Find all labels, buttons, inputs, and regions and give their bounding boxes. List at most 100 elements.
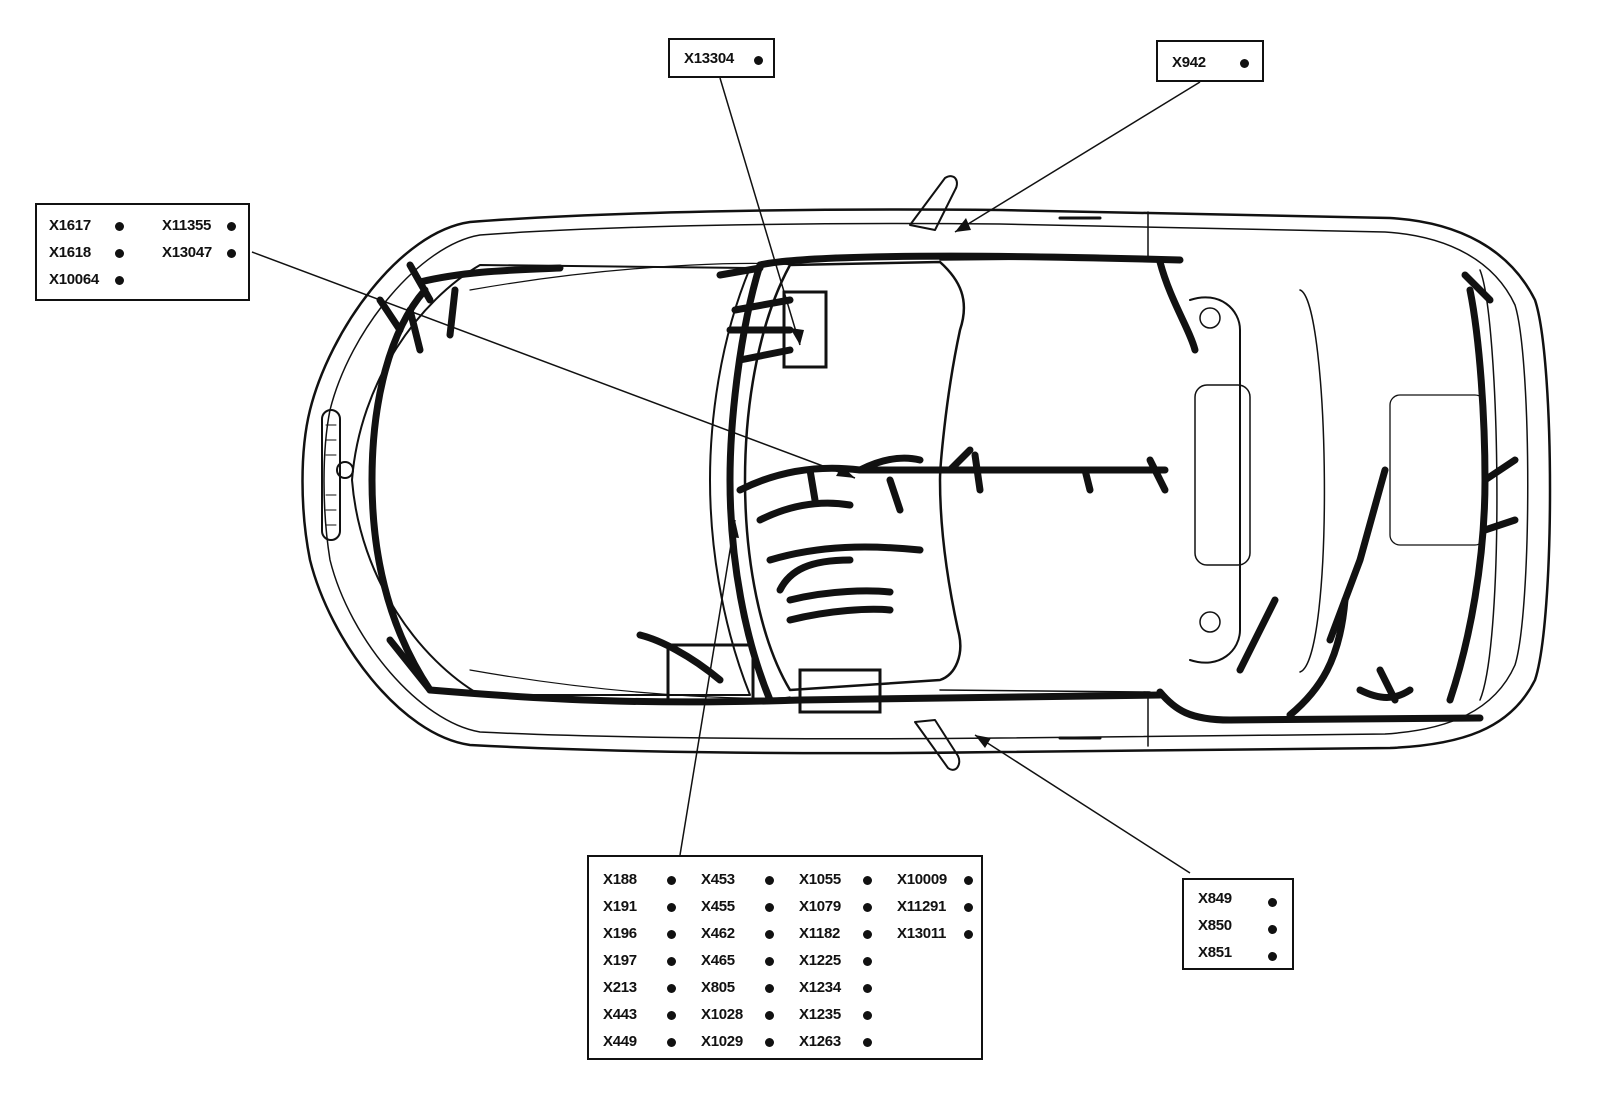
- leader-top-right: [954, 81, 1201, 233]
- connector-dot: [964, 903, 973, 912]
- connector-dot: [863, 984, 872, 993]
- connector-dot: [863, 1038, 872, 1047]
- mirror-left: [909, 175, 958, 231]
- connector-label: X10064: [49, 271, 99, 288]
- connector-label: X805: [701, 979, 735, 996]
- connector-label: X851: [1198, 944, 1232, 961]
- connector-dot: [667, 930, 676, 939]
- connector-dot: [765, 957, 774, 966]
- cabin-line-bottom: [939, 689, 1151, 693]
- harness-rear-right: [1156, 688, 1484, 724]
- connector-label: X449: [603, 1033, 637, 1050]
- connector-label: X1079: [799, 898, 841, 915]
- connector-dot: [754, 56, 763, 65]
- car-body-outline: [301, 208, 1552, 755]
- connector-label: X453: [701, 871, 735, 888]
- car-body-inner: [323, 222, 1529, 740]
- connector-dot: [115, 222, 124, 231]
- leader-right: [974, 734, 1191, 874]
- roll-bar-left: [1189, 296, 1241, 664]
- connector-dot: [964, 876, 973, 885]
- connector-dot: [765, 930, 774, 939]
- harness-center: [736, 464, 1169, 494]
- connector-label: X455: [701, 898, 735, 915]
- connector-dot: [227, 222, 236, 231]
- windshield-frame: [743, 260, 966, 692]
- connector-label: X1235: [799, 1006, 841, 1023]
- zone-bottom-right: [798, 668, 882, 714]
- connector-label: X1055: [799, 871, 841, 888]
- connector-label: X1225: [799, 952, 841, 969]
- connector-label: X188: [603, 871, 637, 888]
- connector-label: X849: [1198, 890, 1232, 907]
- connector-label: X465: [701, 952, 735, 969]
- connector-dot: [667, 903, 676, 912]
- plate-area: [1389, 394, 1486, 546]
- connector-dot: [765, 1038, 774, 1047]
- connector-label: X443: [603, 1006, 637, 1023]
- connector-label: X1182: [799, 925, 841, 942]
- harness-left-side: [426, 686, 1164, 706]
- leader-left: [251, 251, 856, 479]
- connector-dot: [765, 984, 774, 993]
- connector-label: X196: [603, 925, 637, 942]
- zone-bottom-left: [666, 643, 755, 702]
- connector-dot: [1268, 952, 1277, 961]
- harness-dash: [726, 261, 774, 704]
- connector-dot: [667, 957, 676, 966]
- harness-rear-left: [1156, 258, 1199, 354]
- leader-top-center: [719, 77, 801, 346]
- harness-front: [368, 286, 434, 694]
- callout-top-center: X13304: [668, 38, 775, 78]
- callout-bottom: X188 X191 X196 X197 X213 X443 X449 X453 …: [587, 855, 983, 1060]
- connector-label: X11355: [162, 217, 212, 234]
- connector-label: X1617: [49, 217, 91, 234]
- connector-label: X11291: [897, 898, 947, 915]
- connector-dot: [667, 1038, 676, 1047]
- connector-label: X13011: [897, 925, 947, 942]
- connector-dot: [863, 930, 872, 939]
- connector-dot: [667, 984, 676, 993]
- connector-dot: [765, 876, 774, 885]
- connector-label: X191: [603, 898, 637, 915]
- connector-dot: [115, 249, 124, 258]
- zone-top-connectors: [782, 290, 828, 369]
- rear-bumper-line: [1479, 269, 1498, 701]
- connector-dot: [667, 1011, 676, 1020]
- connector-dot: [863, 903, 872, 912]
- connector-label: X13304: [684, 50, 734, 67]
- connector-dot: [863, 957, 872, 966]
- connector-label: X13047: [162, 244, 212, 261]
- connector-dot: [863, 876, 872, 885]
- connector-label: X1234: [799, 979, 841, 996]
- mirror-right: [914, 719, 961, 771]
- harness-right-side: [756, 252, 1184, 269]
- trunk-line: [1299, 289, 1326, 673]
- connector-dot: [765, 1011, 774, 1020]
- connector-dot: [1268, 898, 1277, 907]
- connector-dot: [115, 276, 124, 285]
- connector-dot: [227, 249, 236, 258]
- connector-dot: [667, 876, 676, 885]
- connector-label: X10009: [897, 871, 947, 888]
- connector-label: X213: [603, 979, 637, 996]
- connector-dot: [863, 1011, 872, 1020]
- connector-label: X1263: [799, 1033, 841, 1050]
- connector-dot: [964, 930, 973, 939]
- callout-top-right: X942: [1156, 40, 1264, 82]
- connector-dot: [1268, 925, 1277, 934]
- connector-label: X1029: [701, 1033, 743, 1050]
- connector-label: X197: [603, 952, 637, 969]
- leader-bottom: [679, 519, 736, 856]
- connector-label: X850: [1198, 917, 1232, 934]
- badge: [336, 461, 354, 479]
- connector-label: X1618: [49, 244, 91, 261]
- connector-label: X462: [701, 925, 735, 942]
- connector-label: X942: [1172, 54, 1206, 71]
- harness-front-top: [416, 264, 564, 286]
- callout-left: X1617 X1618 X10064 X11355 X13047: [35, 203, 250, 301]
- callout-right: X849 X850 X851: [1182, 878, 1294, 970]
- rear-console: [1194, 384, 1251, 566]
